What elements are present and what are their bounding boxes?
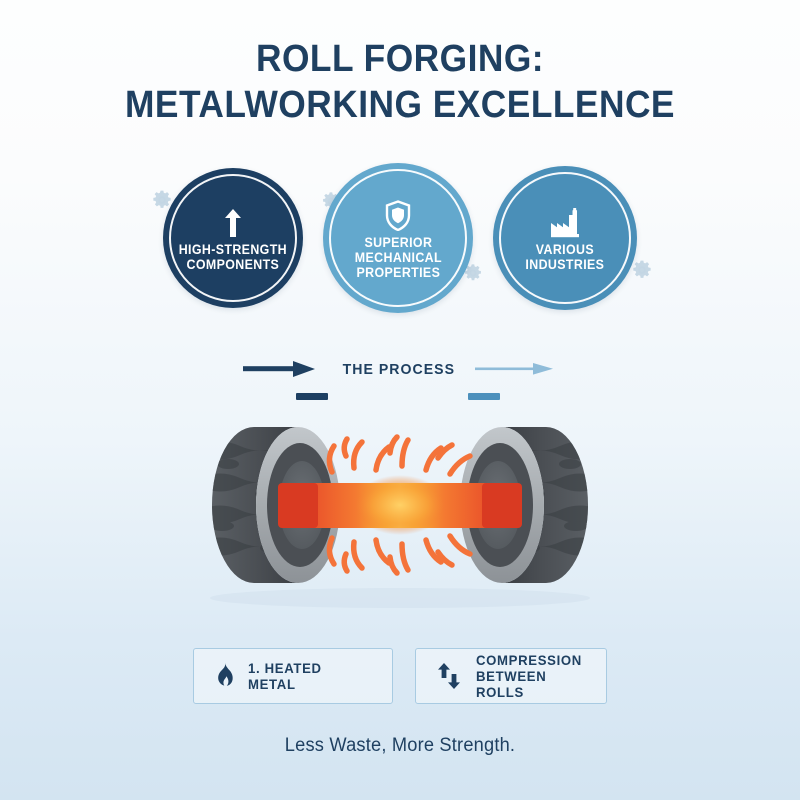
circle-ring (499, 172, 631, 304)
step-label: COMPRESSION BETWEEN ROLLS (476, 652, 582, 700)
process-steps: 1. HEATED METAL COMPRESSION BETWEEN ROLL… (0, 648, 800, 704)
shield-icon (385, 197, 411, 231)
benefits-row: HIGH-STRENGTH COMPONENTS SUPERIOR MECHAN… (0, 163, 800, 400)
gear-icon (630, 258, 654, 287)
benefit-circle-superior-mechanical-properties[interactable]: SUPERIOR MECHANICAL PROPERTIES (323, 163, 473, 313)
process-label: THE PROCESS (342, 360, 456, 378)
up-arrow-icon (222, 204, 244, 238)
step-chip-heated-metal[interactable]: 1. HEATED METAL (193, 648, 393, 704)
flame-icon (214, 663, 234, 689)
benefit-label: VARIOUS INDUSTRIES (525, 242, 605, 272)
benefit-label: HIGH-STRENGTH COMPONENTS (178, 242, 288, 272)
factory-icon (548, 204, 582, 238)
process-arrow-left-icon (243, 361, 316, 377)
process-arrow-right-icon (474, 363, 553, 375)
benefit-circle-high-strength-components[interactable]: HIGH-STRENGTH COMPONENTS (163, 168, 303, 308)
circle-ring (169, 174, 297, 302)
tagline: Less Waste, More Strength. (284, 735, 516, 756)
title-line-2: METALWORKING EXCELLENCE (125, 84, 675, 126)
step-label: 1. HEATED METAL (248, 660, 322, 692)
step-chip-compression-between-rolls[interactable]: COMPRESSION BETWEEN ROLLS (415, 648, 607, 704)
gear-icon (150, 188, 174, 217)
benefit-label: SUPERIOR MECHANICAL PROPERTIES (354, 234, 442, 280)
compression-arrows-icon (436, 663, 462, 689)
roll-forging-diagram (150, 398, 650, 613)
gear-icon (462, 262, 484, 289)
benefit-circle-various-industries[interactable]: VARIOUS INDUSTRIES (493, 166, 637, 310)
connector-line (296, 393, 328, 400)
title-line-1: ROLL FORGING: (255, 38, 545, 80)
process-indicator: THE PROCESS (0, 352, 800, 386)
connector-line (468, 393, 500, 400)
page-title: ROLL FORGING: METALWORKING EXCELLENCE (0, 36, 800, 128)
